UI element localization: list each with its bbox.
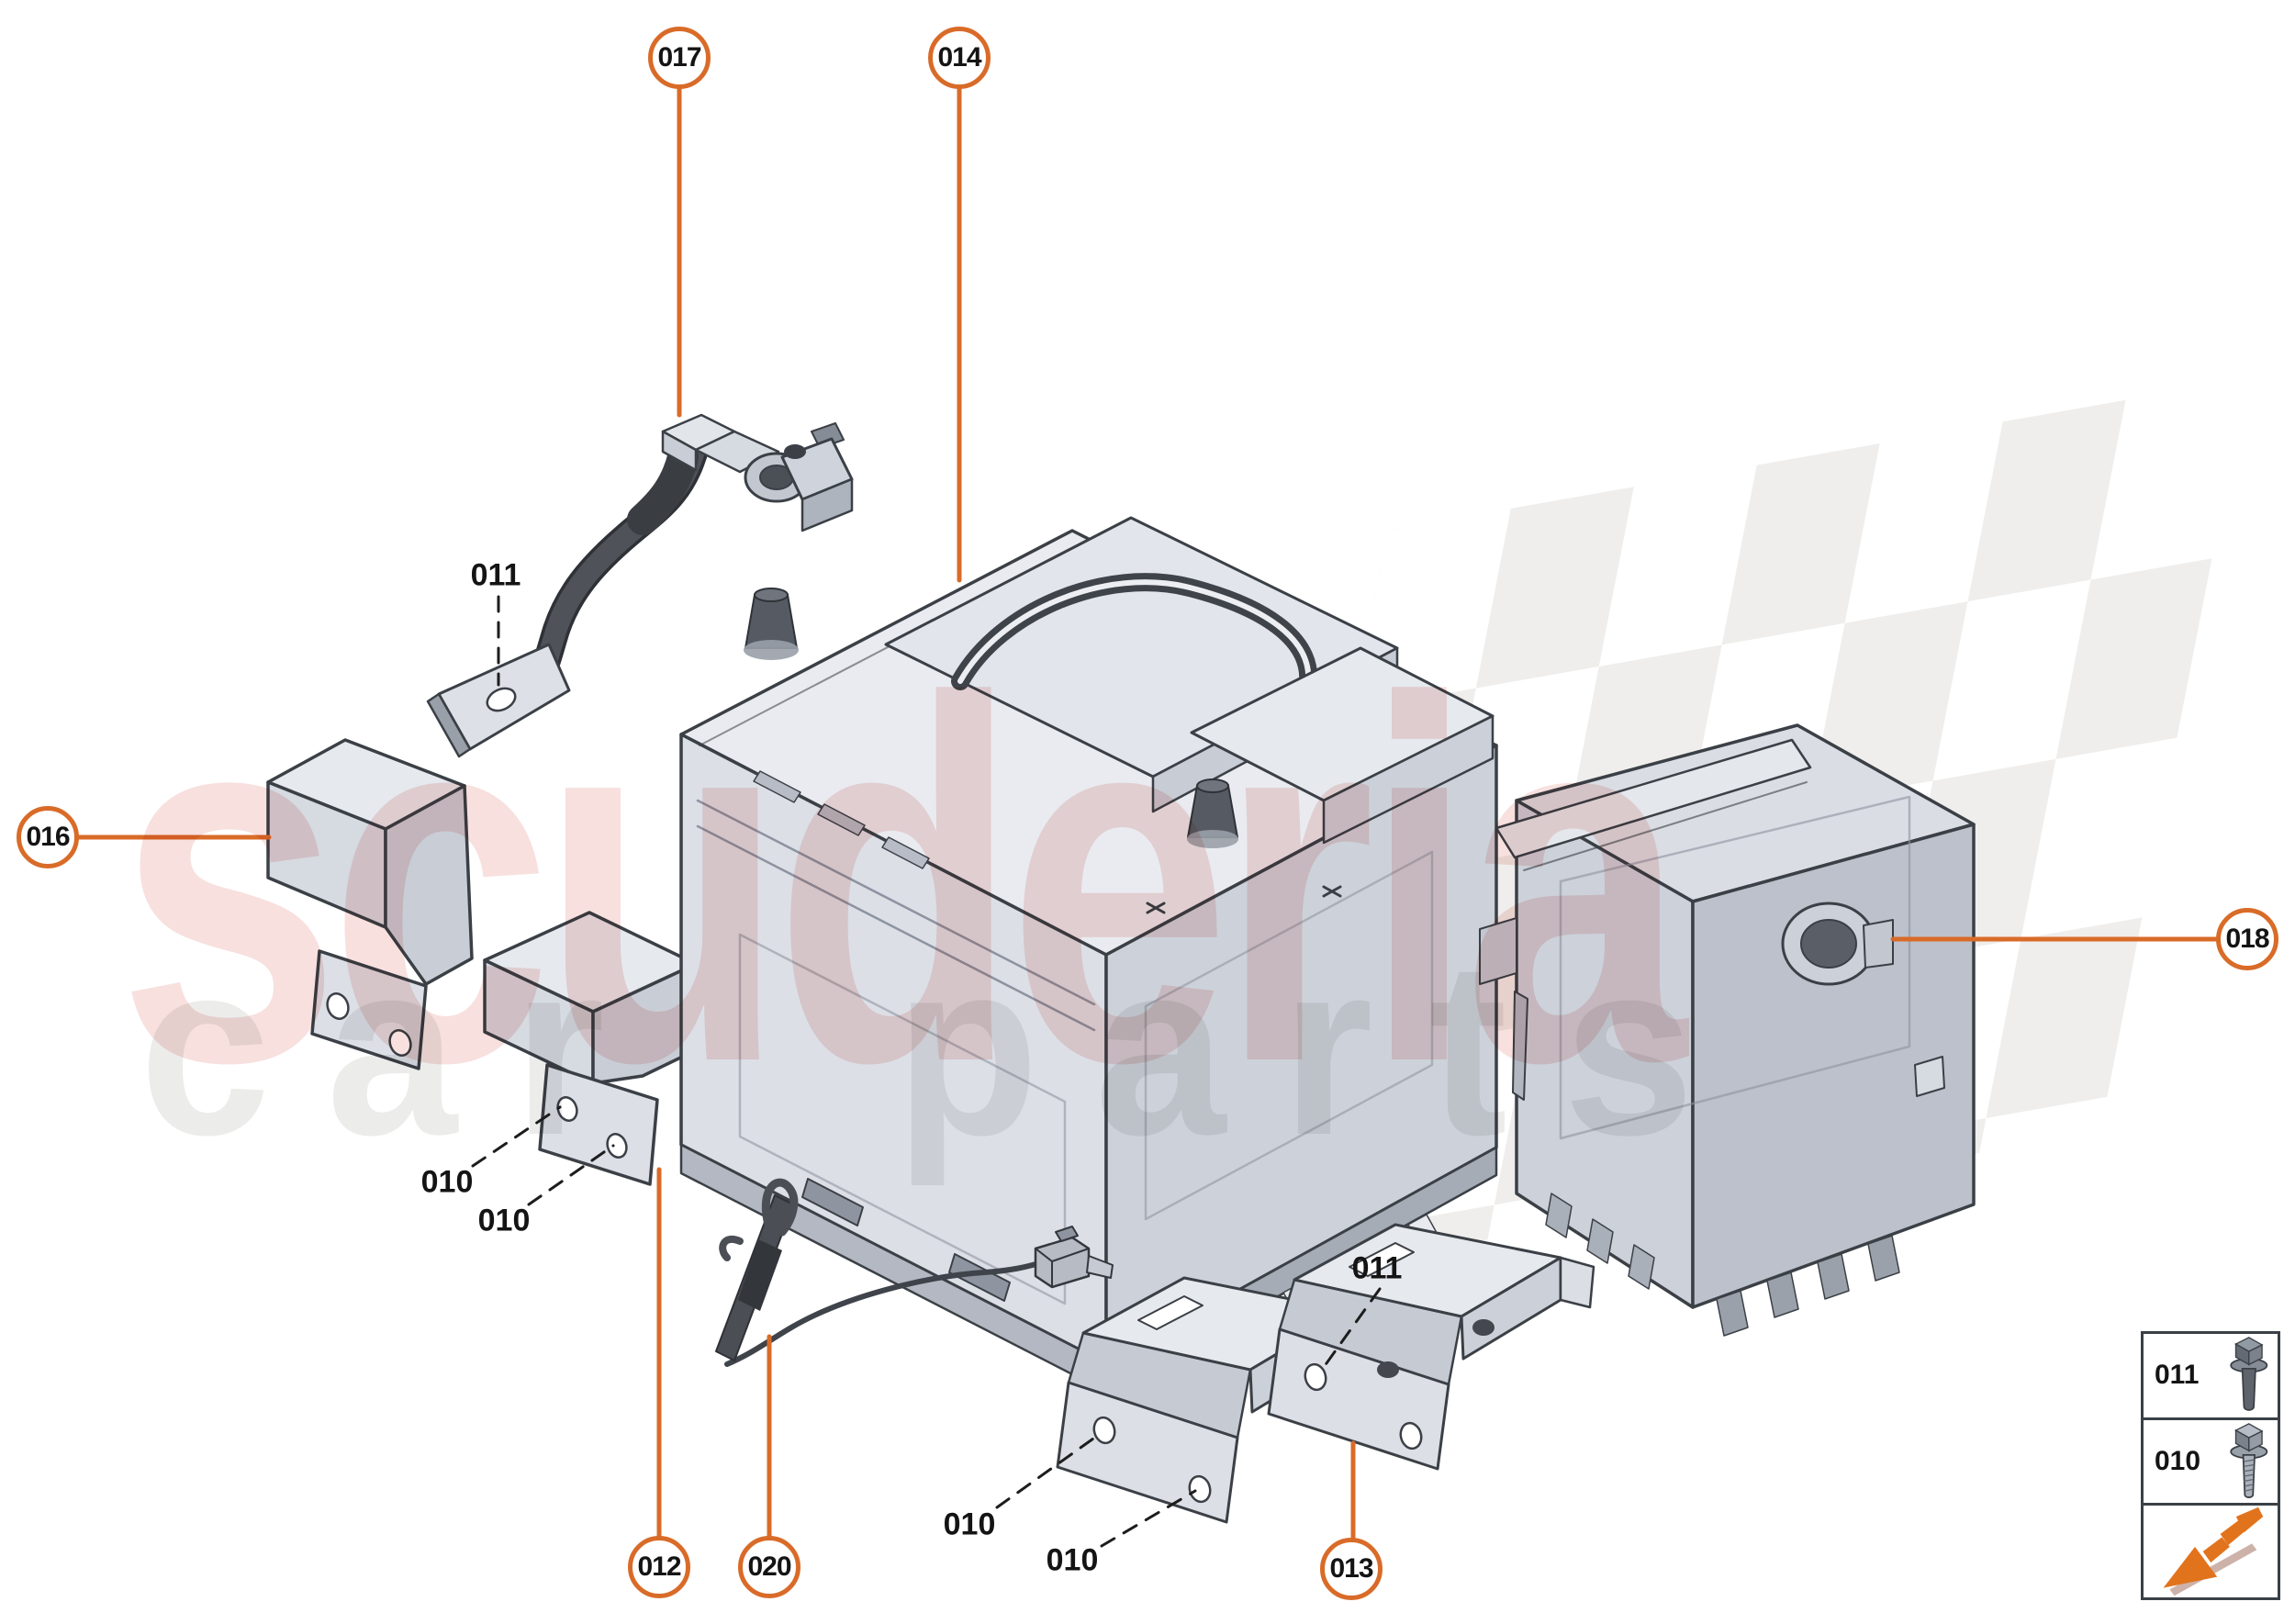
battery-tray-018-illustration — [1479, 723, 1976, 1337]
threaded-flange-bolt-icon — [2230, 1422, 2268, 1498]
callout-badge-016[interactable]: 016 — [17, 806, 79, 868]
callout-badge-020[interactable]: 020 — [738, 1536, 800, 1598]
part-label-010-d: 010 — [1046, 1542, 1099, 1578]
callout-badge-013[interactable]: 013 — [1320, 1538, 1383, 1600]
part-label-010-b: 010 — [477, 1203, 531, 1238]
battery-014-illustration — [679, 516, 1498, 1394]
leader-lines — [75, 85, 2220, 1541]
dashed-leader-010-c — [995, 1432, 1102, 1509]
legend-row-011[interactable]: 011 — [2144, 1334, 2278, 1420]
cover-bracket-016-illustration — [266, 738, 474, 1070]
part-label-011-bottom: 011 — [1351, 1250, 1403, 1286]
part-label-010-c: 010 — [943, 1506, 996, 1542]
callout-badge-012[interactable]: 012 — [628, 1536, 690, 1598]
legend-logo-cell — [2144, 1506, 2278, 1597]
part-label-011-top: 011 — [470, 557, 521, 593]
callout-badge-018[interactable]: 018 — [2216, 908, 2278, 970]
callout-badge-014[interactable]: 014 — [928, 27, 991, 89]
sensor-cable-020-illustration — [715, 1178, 1114, 1367]
battery-cable-017-illustration — [426, 413, 854, 758]
dashed-leader-lines — [471, 595, 1382, 1548]
bracket-012-illustration — [483, 911, 701, 1186]
legend-code-010: 010 — [2155, 1445, 2201, 1476]
callout-badge-017[interactable]: 017 — [648, 27, 711, 89]
dashed-leader-011-bottom — [1320, 1287, 1382, 1372]
fastener-legend: 011 010 — [2141, 1331, 2280, 1600]
dashed-leader-010-d — [1100, 1489, 1197, 1548]
scuderia-arrow-logo — [2163, 1506, 2264, 1596]
holddown-bracket-013-illustration — [1267, 1223, 1595, 1471]
legend-row-010[interactable]: 010 — [2144, 1420, 2278, 1506]
part-label-010-a: 010 — [420, 1164, 474, 1200]
dashed-leader-010-a — [471, 1105, 562, 1168]
dashed-leader-010-b — [527, 1144, 615, 1206]
flange-bolt-icon — [2230, 1337, 2268, 1412]
legend-code-011: 011 — [2155, 1360, 2200, 1391]
